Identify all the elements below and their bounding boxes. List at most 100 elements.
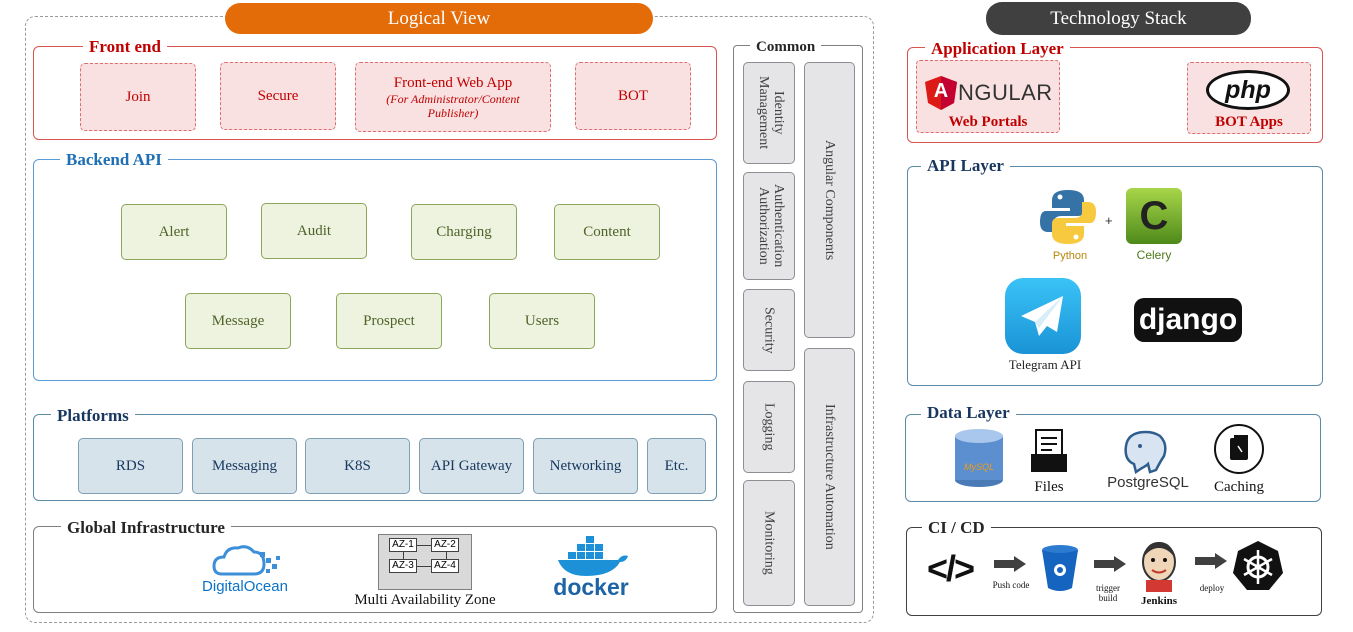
front-end-join: Join	[80, 63, 196, 131]
telegram-plane-icon	[1021, 296, 1063, 336]
technology-stack-header: Technology Stack	[986, 2, 1251, 35]
files-icon	[1031, 429, 1067, 472]
data-layer-section	[905, 414, 1321, 502]
common-infrastructure-automation: Infrastructure Automation	[804, 348, 855, 606]
common-authentication-label: Authentication Authorization	[756, 184, 786, 268]
backend-content: Content	[554, 204, 660, 260]
common-security: Security	[743, 289, 795, 371]
backend-audit: Audit	[261, 203, 367, 259]
push-code-label: Push code	[992, 580, 1030, 590]
deploy-label: deploy	[1199, 583, 1225, 593]
common-angular-components: Angular Components	[804, 62, 855, 338]
platform-networking: Networking	[533, 438, 638, 494]
angular-wordmark: NGULAR	[958, 80, 1053, 105]
platforms-title: Platforms	[51, 407, 135, 425]
multi-az-label: Multi Availability Zone	[354, 592, 496, 608]
common-logging: Logging	[743, 381, 795, 473]
php-logo: php	[1206, 70, 1290, 110]
postgres-elephant-icon	[1124, 430, 1167, 474]
docker-logo: docker	[548, 534, 634, 602]
az-4: AZ-4	[431, 559, 459, 573]
jenkins-icon	[1142, 542, 1176, 592]
digitalocean-label: DigitalOcean	[202, 578, 288, 595]
platform-rds: RDS	[78, 438, 183, 494]
common-identity-management-label: Identity Management	[756, 76, 786, 150]
ci-cd-section	[906, 527, 1322, 616]
common-angular-components-label: Angular Components	[822, 139, 837, 261]
jenkins-label: Jenkins	[1140, 595, 1178, 607]
az-2: AZ-2	[431, 538, 459, 552]
web-portals-label: Web Portals	[948, 114, 1028, 130]
caching-cylinder-icon	[1230, 435, 1248, 460]
common-logging-label: Logging	[761, 403, 777, 451]
platform-messaging: Messaging	[192, 438, 297, 494]
code-icon: </>	[926, 548, 975, 589]
backend-message: Message	[185, 293, 291, 349]
common-identity-management: Identity Management	[743, 62, 795, 164]
django-logo: django	[1134, 298, 1242, 342]
front-end-secure: Secure	[220, 62, 336, 130]
caching-label: Caching	[1214, 479, 1264, 495]
backend-prospect: Prospect	[336, 293, 442, 349]
common-monitoring-label: Monitoring	[761, 511, 777, 575]
platform-etc: Etc.	[647, 438, 706, 494]
python-icon	[1040, 190, 1096, 244]
api-layer-title: API Layer	[921, 157, 1010, 175]
az-link-v1	[403, 552, 404, 560]
deploy-arrow-icon	[1195, 553, 1227, 569]
common-infrastructure-automation-label: Infrastructure Automation	[822, 404, 837, 550]
front-end-title: Front end	[83, 38, 167, 56]
platforms-section	[33, 414, 717, 501]
front-end-section	[33, 46, 717, 140]
trigger-build-label-1: trigger	[1096, 583, 1120, 593]
telegram-label: Telegram API	[1008, 357, 1082, 372]
backend-charging: Charging	[411, 204, 517, 260]
az-1: AZ-1	[389, 538, 417, 552]
files-label: Files	[1034, 479, 1064, 495]
common-title: Common	[750, 38, 822, 56]
backend-users: Users	[489, 293, 595, 349]
global-infrastructure-section	[33, 526, 717, 613]
mysql-label: MySQL	[963, 462, 994, 472]
bot-apps-label: BOT Apps	[1215, 114, 1283, 130]
backend-alert: Alert	[121, 204, 227, 260]
az-3: AZ-3	[389, 559, 417, 573]
front-end-web-app: Front-end Web App (For Administrator/Con…	[355, 62, 551, 132]
global-infrastructure-title: Global Infrastructure	[61, 519, 231, 537]
backend-api-title: Backend API	[60, 151, 168, 169]
docker-label: docker	[553, 574, 629, 600]
front-end-web-app-note: (For Administrator/Content Publisher)	[386, 91, 520, 120]
application-layer-title: Application Layer	[925, 40, 1070, 58]
python-label: Python	[1052, 250, 1088, 262]
az-link-h2	[417, 566, 431, 567]
celery-icon: C	[1126, 188, 1182, 244]
kubernetes-icon	[1233, 541, 1283, 590]
postgres-label: PostgreSQL	[1107, 474, 1189, 491]
data-layer-title: Data Layer	[921, 404, 1016, 422]
mysql-database-icon	[955, 429, 1003, 487]
platform-api-gateway: API Gateway	[419, 438, 524, 494]
trigger-build-label-2: build	[1098, 593, 1118, 603]
az-link-h1	[417, 545, 431, 546]
celery-label: Celery	[1136, 248, 1172, 262]
push-arrow-icon	[994, 556, 1026, 572]
application-layer-section	[907, 47, 1323, 143]
caching-icon	[1214, 424, 1264, 474]
api-layer-section	[907, 166, 1323, 386]
telegram-icon	[1005, 278, 1081, 354]
az-link-v2	[446, 552, 447, 560]
backend-api-section	[33, 159, 717, 381]
digitalocean-logo: DigitalOcean	[200, 540, 290, 598]
common-monitoring: Monitoring	[743, 480, 795, 606]
logical-view-header: Logical View	[225, 3, 653, 34]
ci-cd-title: CI / CD	[922, 519, 991, 537]
trigger-arrow-icon	[1094, 556, 1126, 572]
common-authentication: Authentication Authorization	[743, 172, 795, 280]
angular-shield-letter: A	[933, 80, 949, 102]
digitalocean-cloud-icon	[212, 545, 280, 576]
common-security-label: Security	[761, 306, 777, 354]
platform-k8s: K8S	[305, 438, 410, 494]
front-end-bot: BOT	[575, 62, 691, 130]
plus-sign: +	[1105, 213, 1113, 228]
bitbucket-icon	[1042, 545, 1078, 591]
